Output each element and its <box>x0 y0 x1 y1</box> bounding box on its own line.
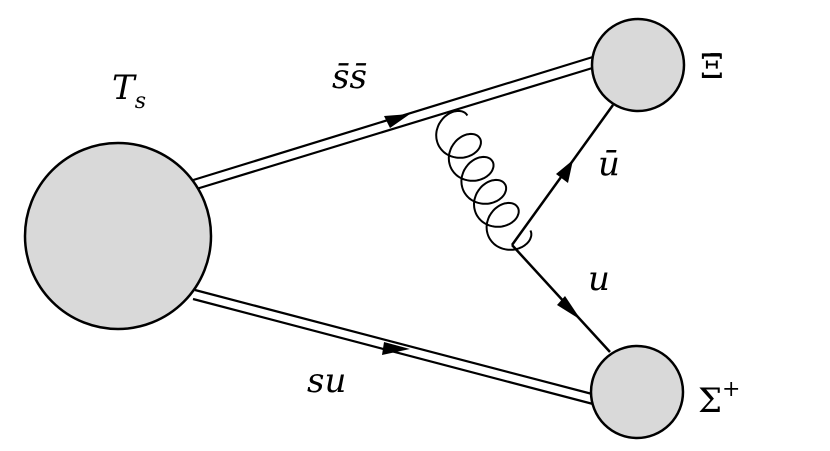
lower-baryon-label: Σ+ <box>698 377 740 421</box>
upper-double-line <box>189 54 600 192</box>
upper-arrow <box>384 114 410 128</box>
upper-baryon-blob <box>590 17 686 113</box>
quark-arrow <box>557 296 581 320</box>
quark-label: u <box>588 259 610 299</box>
antiquark-line <box>510 104 615 246</box>
upper-baryon-label: Ξ̄ <box>700 47 724 87</box>
lower-arrow <box>382 342 410 355</box>
quark-line <box>511 244 611 353</box>
antiquark-label: ū <box>598 144 620 184</box>
lower-pair-label: su <box>307 361 346 401</box>
upper-pair-label: s̄s̄ <box>332 57 367 97</box>
antiquark-arrow <box>556 160 573 183</box>
lower-baryon-blob <box>589 344 685 440</box>
gluon-line <box>435 109 533 251</box>
tetraquark-label: Ts <box>112 68 146 114</box>
tetraquark-blob <box>23 141 213 331</box>
lower-double-line <box>192 288 597 406</box>
